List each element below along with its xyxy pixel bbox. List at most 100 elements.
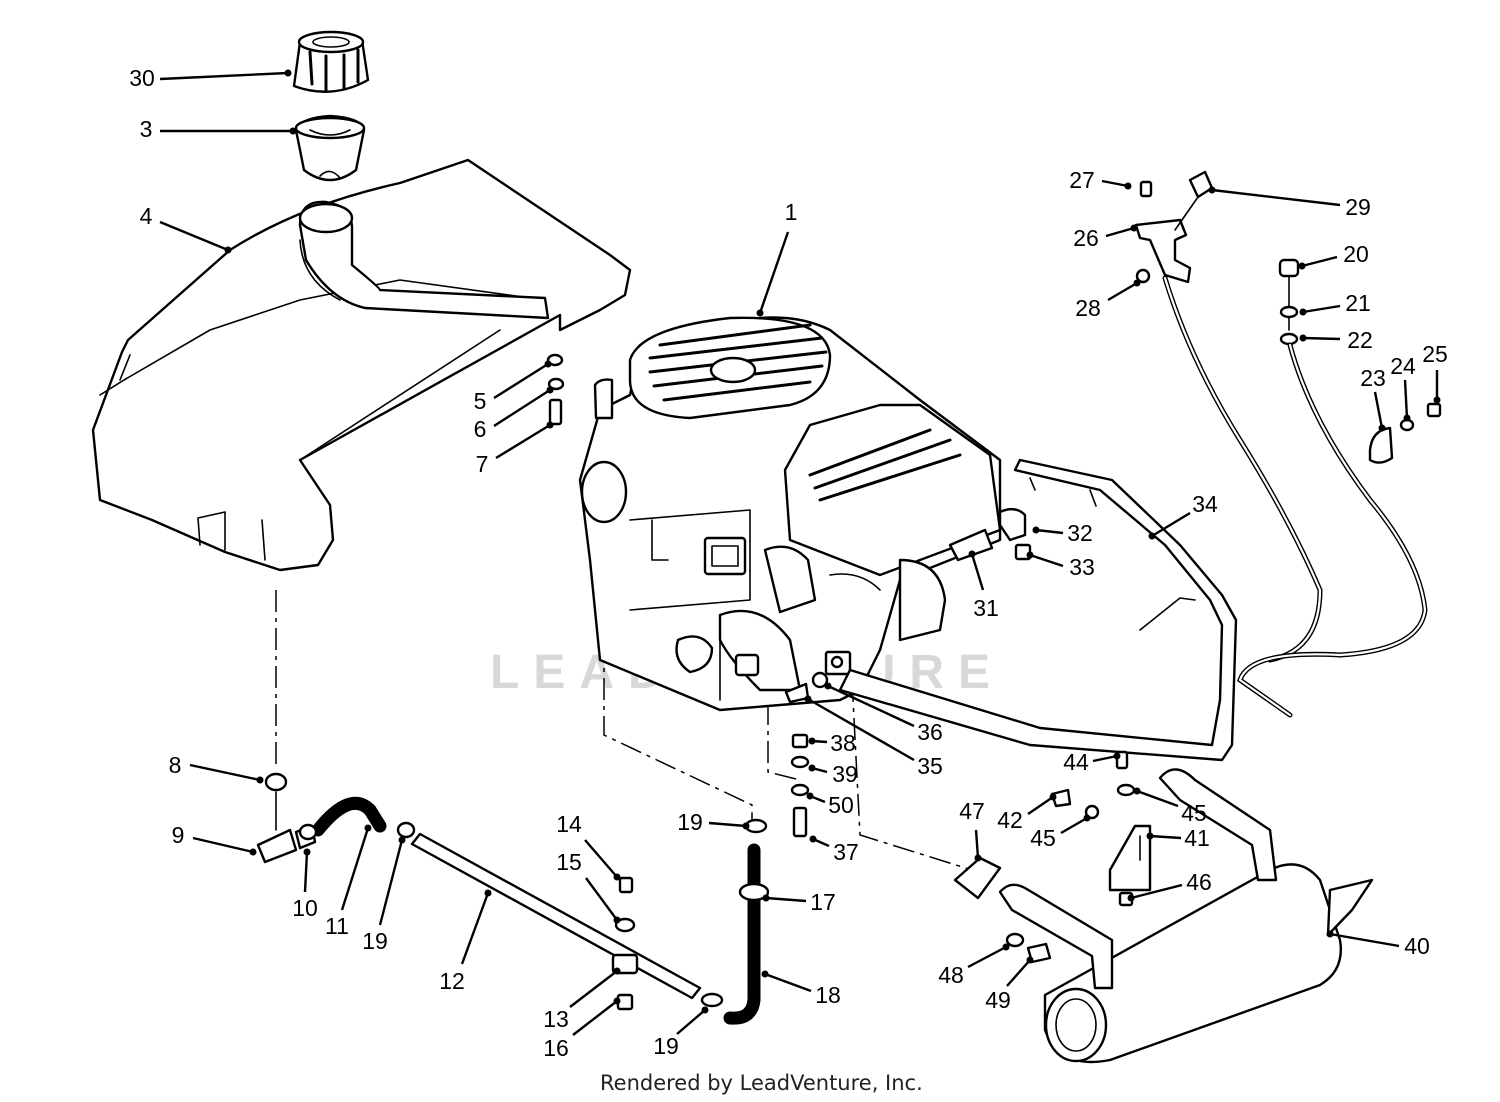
part-number-label: 19 bbox=[653, 1033, 679, 1059]
part-number-label: 44 bbox=[1063, 749, 1089, 775]
callout-15: 15 bbox=[556, 849, 621, 924]
callout-leader-line bbox=[378, 839, 404, 926]
callout-leader-dot bbox=[1299, 334, 1307, 342]
callout-leader-line bbox=[1006, 959, 1031, 987]
part-number-label: 45 bbox=[1181, 800, 1207, 826]
callout-leader-dot bbox=[1032, 526, 1040, 534]
callout-leader-line bbox=[758, 231, 790, 314]
callout-29: 29 bbox=[1208, 186, 1371, 220]
callout-42: 42 bbox=[997, 793, 1057, 833]
part-number-label: 25 bbox=[1422, 341, 1448, 367]
part-number-label: 27 bbox=[1069, 167, 1095, 193]
part-number-label: 49 bbox=[985, 987, 1011, 1013]
part-number-label: 42 bbox=[997, 807, 1023, 833]
callout-leader-dot bbox=[701, 1006, 709, 1014]
callout-leader-dot bbox=[484, 889, 492, 897]
part-number-label: 10 bbox=[292, 895, 318, 921]
callout-leader-line bbox=[340, 827, 370, 911]
callout-leader-dot bbox=[1326, 930, 1334, 938]
callout-leader-dot bbox=[249, 848, 257, 856]
callout-leader-line bbox=[974, 829, 980, 859]
callout-21: 21 bbox=[1299, 290, 1371, 316]
part-number-label: 4 bbox=[140, 203, 153, 229]
callout-leader-dot bbox=[1083, 814, 1091, 822]
callout-12: 12 bbox=[439, 889, 492, 994]
callout-41: 41 bbox=[1146, 825, 1210, 851]
fuel-tank bbox=[91, 158, 632, 572]
fuel-fittings bbox=[948, 507, 1032, 562]
callout-leader-line bbox=[1149, 834, 1182, 840]
callout-leader-line bbox=[1302, 304, 1341, 314]
callout-leader-dot bbox=[613, 997, 621, 1005]
callout-leader-dot bbox=[284, 69, 292, 77]
callout-39: 39 bbox=[808, 761, 858, 787]
callout-38: 38 bbox=[808, 730, 856, 756]
callout-45: 45 bbox=[1133, 787, 1207, 826]
fuel-line bbox=[410, 832, 702, 1000]
callout-49: 49 bbox=[985, 956, 1034, 1013]
callout-6: 6 bbox=[474, 386, 554, 442]
callout-32: 32 bbox=[1032, 520, 1093, 546]
callout-leader-dot bbox=[1298, 262, 1306, 270]
callout-27: 27 bbox=[1069, 167, 1132, 193]
callout-18: 18 bbox=[761, 970, 841, 1008]
callout-leader-dot bbox=[1049, 793, 1057, 801]
part-number-label: 36 bbox=[917, 719, 943, 745]
callout-48: 48 bbox=[938, 943, 1010, 988]
callout-20: 20 bbox=[1298, 241, 1369, 270]
callout-14: 14 bbox=[556, 811, 621, 881]
callout-25: 25 bbox=[1422, 341, 1448, 404]
callout-leader-dot bbox=[742, 822, 750, 830]
callout-3: 3 bbox=[140, 116, 297, 142]
part-number-label: 23 bbox=[1360, 365, 1386, 391]
callout-4: 4 bbox=[140, 203, 232, 254]
part-number-label: 20 bbox=[1343, 241, 1369, 267]
callout-19: 19 bbox=[653, 1006, 709, 1059]
callout-7: 7 bbox=[476, 421, 554, 477]
alignment-lines bbox=[275, 590, 973, 871]
callout-leader-line bbox=[1151, 511, 1191, 538]
callout-leader-line bbox=[159, 71, 289, 81]
part-number-label: 24 bbox=[1390, 353, 1416, 379]
callout-leader-dot bbox=[1130, 224, 1138, 232]
callout-leader-line bbox=[460, 892, 490, 965]
callout-5: 5 bbox=[474, 360, 552, 414]
part-number-label: 41 bbox=[1184, 825, 1210, 851]
callout-leader-dot bbox=[804, 695, 812, 703]
callout-36: 36 bbox=[824, 682, 943, 745]
callout-35: 35 bbox=[804, 695, 943, 779]
callout-47: 47 bbox=[959, 798, 985, 862]
callout-24: 24 bbox=[1390, 353, 1416, 422]
callout-13: 13 bbox=[543, 967, 621, 1032]
callout-leader-line bbox=[584, 839, 618, 878]
cable-clamp bbox=[1368, 402, 1442, 464]
part-number-label: 50 bbox=[828, 792, 854, 818]
throttle-control bbox=[1134, 170, 1323, 663]
callout-leader-line bbox=[1107, 281, 1138, 302]
callout-leader-dot bbox=[1148, 532, 1156, 540]
fuel-strainer bbox=[294, 114, 366, 182]
callout-leader-dot bbox=[289, 127, 297, 135]
part-number-label: 6 bbox=[474, 416, 487, 442]
callout-leader-line bbox=[1403, 379, 1409, 419]
callout-leader-dot bbox=[974, 854, 982, 862]
callout-leader-dot bbox=[1133, 787, 1141, 795]
callout-leader-line bbox=[676, 1009, 706, 1035]
callout-leader-line bbox=[1301, 255, 1338, 268]
callout-leader-line bbox=[495, 423, 551, 460]
footer-credit: Rendered by LeadVenture, Inc. bbox=[600, 1071, 923, 1095]
part-number-label: 12 bbox=[439, 968, 465, 994]
callout-leader-dot bbox=[256, 776, 264, 784]
callout-leader-line bbox=[1092, 754, 1118, 763]
callout-8: 8 bbox=[169, 752, 264, 784]
callout-leader-dot bbox=[761, 970, 769, 978]
part-number-label: 37 bbox=[833, 839, 859, 865]
part-number-label: 15 bbox=[556, 849, 582, 875]
callout-16: 16 bbox=[543, 997, 621, 1061]
part-number-label: 21 bbox=[1345, 290, 1371, 316]
part-number-label: 8 bbox=[169, 752, 182, 778]
callout-leader-dot bbox=[1002, 943, 1010, 951]
callout-leader-line bbox=[708, 821, 747, 828]
part-number-label: 32 bbox=[1067, 520, 1093, 546]
